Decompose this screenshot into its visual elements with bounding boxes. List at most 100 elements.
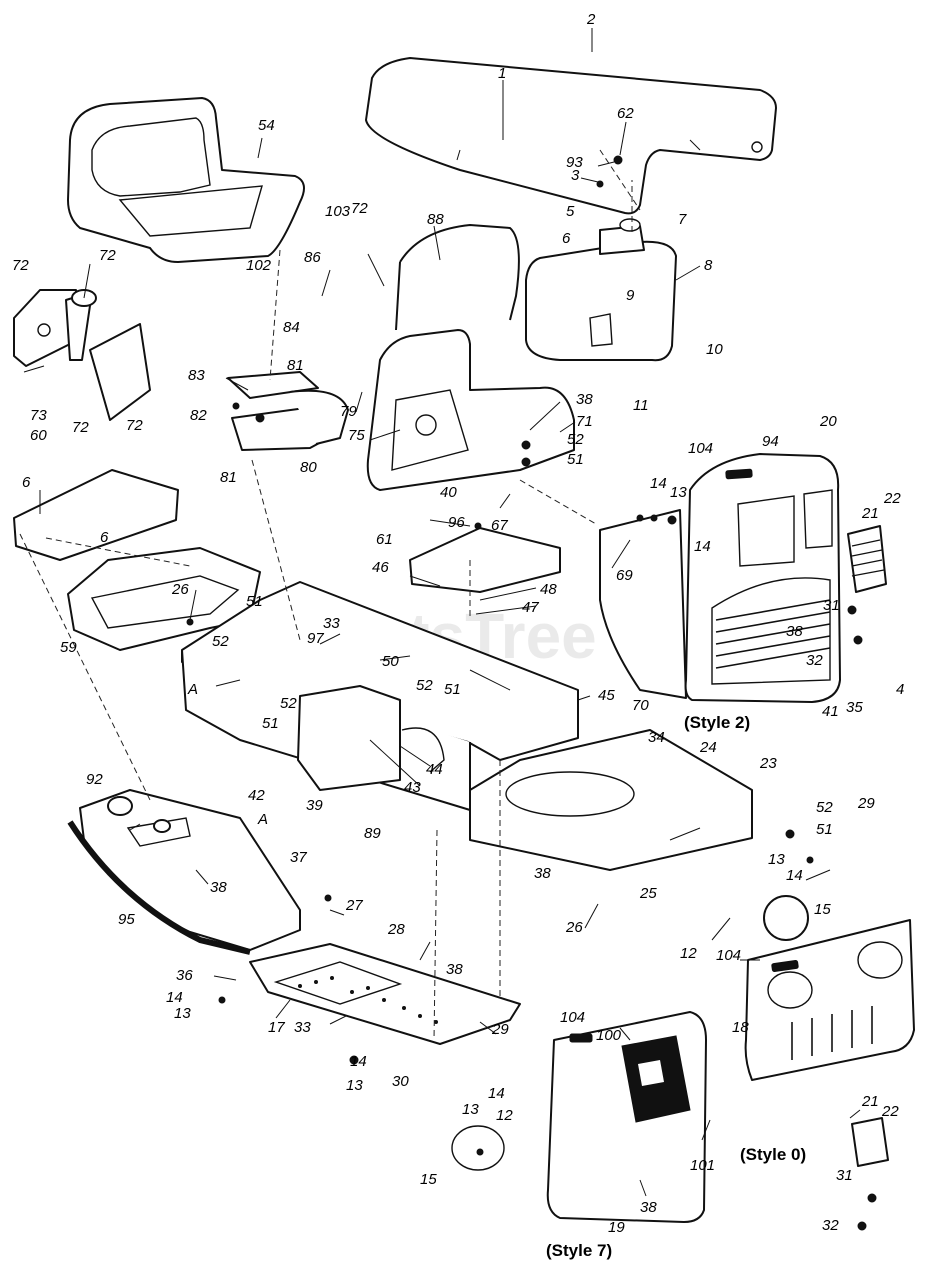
callout-14-pedal: 14 — [350, 1053, 367, 1070]
callout-52: 52 — [567, 431, 584, 448]
dash-panel — [366, 224, 575, 491]
callout-29: 29 — [857, 795, 875, 812]
callout-34: 34 — [648, 729, 665, 746]
callout-101: 101 — [690, 1157, 715, 1174]
callout-14-grille: 14 — [694, 538, 711, 555]
callout-6-bracket: 6 — [100, 529, 109, 546]
callout-102: 102 — [246, 257, 272, 274]
grille-style-7 — [451, 1011, 707, 1223]
callout-50: 50 — [382, 653, 399, 670]
callout-36: 36 — [176, 967, 193, 984]
callout-44: 44 — [426, 761, 443, 778]
callout-38-foot: 38 — [446, 961, 463, 978]
callout-6: 6 — [562, 230, 571, 247]
fender — [67, 789, 301, 955]
callout-30: 30 — [392, 1073, 409, 1090]
callout-22-s0: 22 — [881, 1103, 899, 1120]
seat-brackets — [13, 289, 151, 421]
callout-45: 45 — [598, 687, 615, 704]
callout-82: 82 — [190, 407, 207, 424]
callout-89: 89 — [364, 825, 381, 842]
callout-62: 62 — [617, 105, 634, 122]
callout-86: 86 — [304, 249, 321, 266]
callout-3: 3 — [571, 167, 580, 184]
callout-47: 47 — [522, 599, 539, 616]
callout-70: 70 — [632, 697, 649, 714]
footrest — [249, 943, 521, 1045]
callout-97: 97 — [307, 630, 324, 647]
callout-10: 10 — [706, 341, 723, 358]
callout-59: 59 — [60, 639, 77, 656]
callout-14-foot: 14 — [166, 989, 183, 1006]
callout-38-frame: 38 — [534, 865, 551, 882]
callout-75: 75 — [348, 427, 365, 444]
callout-72: 72 — [351, 200, 368, 217]
callout-51-mid: 51 — [444, 681, 461, 698]
callout-20: 20 — [819, 413, 837, 430]
style-2-label: (Style 2) — [684, 713, 750, 732]
callout-A-fender: A — [257, 811, 268, 828]
callout-26: 26 — [171, 581, 189, 598]
callout-33-foot: 33 — [294, 1019, 311, 1036]
callout-14-s7: 14 — [488, 1085, 505, 1102]
callout-32: 32 — [806, 652, 823, 669]
callout-95: 95 — [118, 911, 135, 928]
callout-88: 88 — [427, 211, 444, 228]
callout-51-low: 51 — [262, 715, 279, 732]
callout-38-fender: 38 — [210, 879, 227, 896]
callout-29-foot: 29 — [491, 1021, 509, 1038]
seat — [67, 97, 305, 263]
seat-pan — [227, 371, 349, 451]
callout-12: 12 — [680, 945, 697, 962]
callout-33: 33 — [323, 615, 340, 632]
callout-73: 73 — [30, 407, 47, 424]
callout-96: 96 — [448, 514, 465, 531]
callout-84: 84 — [283, 319, 300, 336]
callout-72-top: 72 — [99, 247, 116, 264]
callout-13: 13 — [670, 484, 687, 501]
callout-24: 24 — [699, 739, 717, 756]
callout-15-s7: 15 — [420, 1171, 437, 1188]
callout-38-grille: 38 — [786, 623, 803, 640]
callout-12-s7: 12 — [496, 1107, 513, 1124]
callout-17: 17 — [268, 1019, 285, 1036]
callout-13-s0: 13 — [768, 851, 785, 868]
callout-37: 37 — [290, 849, 307, 866]
callout-40: 40 — [440, 484, 457, 501]
callout-18: 18 — [732, 1019, 749, 1036]
callout-51: 51 — [567, 451, 584, 468]
callout-61: 61 — [376, 531, 393, 548]
callout-A: A — [187, 681, 198, 698]
callout-72-left: 72 — [12, 257, 29, 274]
hood — [365, 57, 777, 215]
callout-23: 23 — [759, 755, 777, 772]
callout-72-right: 72 — [126, 417, 143, 434]
style-0-label: (Style 0) — [740, 1145, 806, 1164]
callout-48: 48 — [540, 581, 557, 598]
callout-19: 19 — [608, 1219, 625, 1236]
callout-51-frame: 51 — [246, 593, 263, 610]
callout-38-s7: 38 — [640, 1199, 657, 1216]
callout-100: 100 — [596, 1027, 622, 1044]
callout-52-rear: 52 — [816, 799, 833, 816]
callout-13-s7: 13 — [462, 1101, 479, 1118]
callout-94: 94 — [762, 433, 779, 450]
callout-46: 46 — [372, 559, 389, 576]
callout-6-tray: 6 — [22, 474, 31, 491]
callout-43: 43 — [404, 779, 421, 796]
callout-22: 22 — [883, 490, 901, 507]
callout-8: 8 — [704, 257, 713, 274]
callout-93: 93 — [566, 154, 583, 171]
callout-42: 42 — [248, 787, 265, 804]
callout-31-s0: 31 — [836, 1167, 853, 1184]
callout-7: 7 — [678, 211, 687, 228]
callout-39: 39 — [306, 797, 323, 814]
callout-5: 5 — [566, 203, 575, 220]
hardware — [186, 155, 877, 1231]
callout-13-foot: 13 — [174, 1005, 191, 1022]
grille-style-0 — [744, 919, 915, 1167]
callout-104: 104 — [688, 440, 713, 457]
callout-13-pedal: 13 — [346, 1077, 363, 1094]
callout-25: 25 — [639, 885, 657, 902]
